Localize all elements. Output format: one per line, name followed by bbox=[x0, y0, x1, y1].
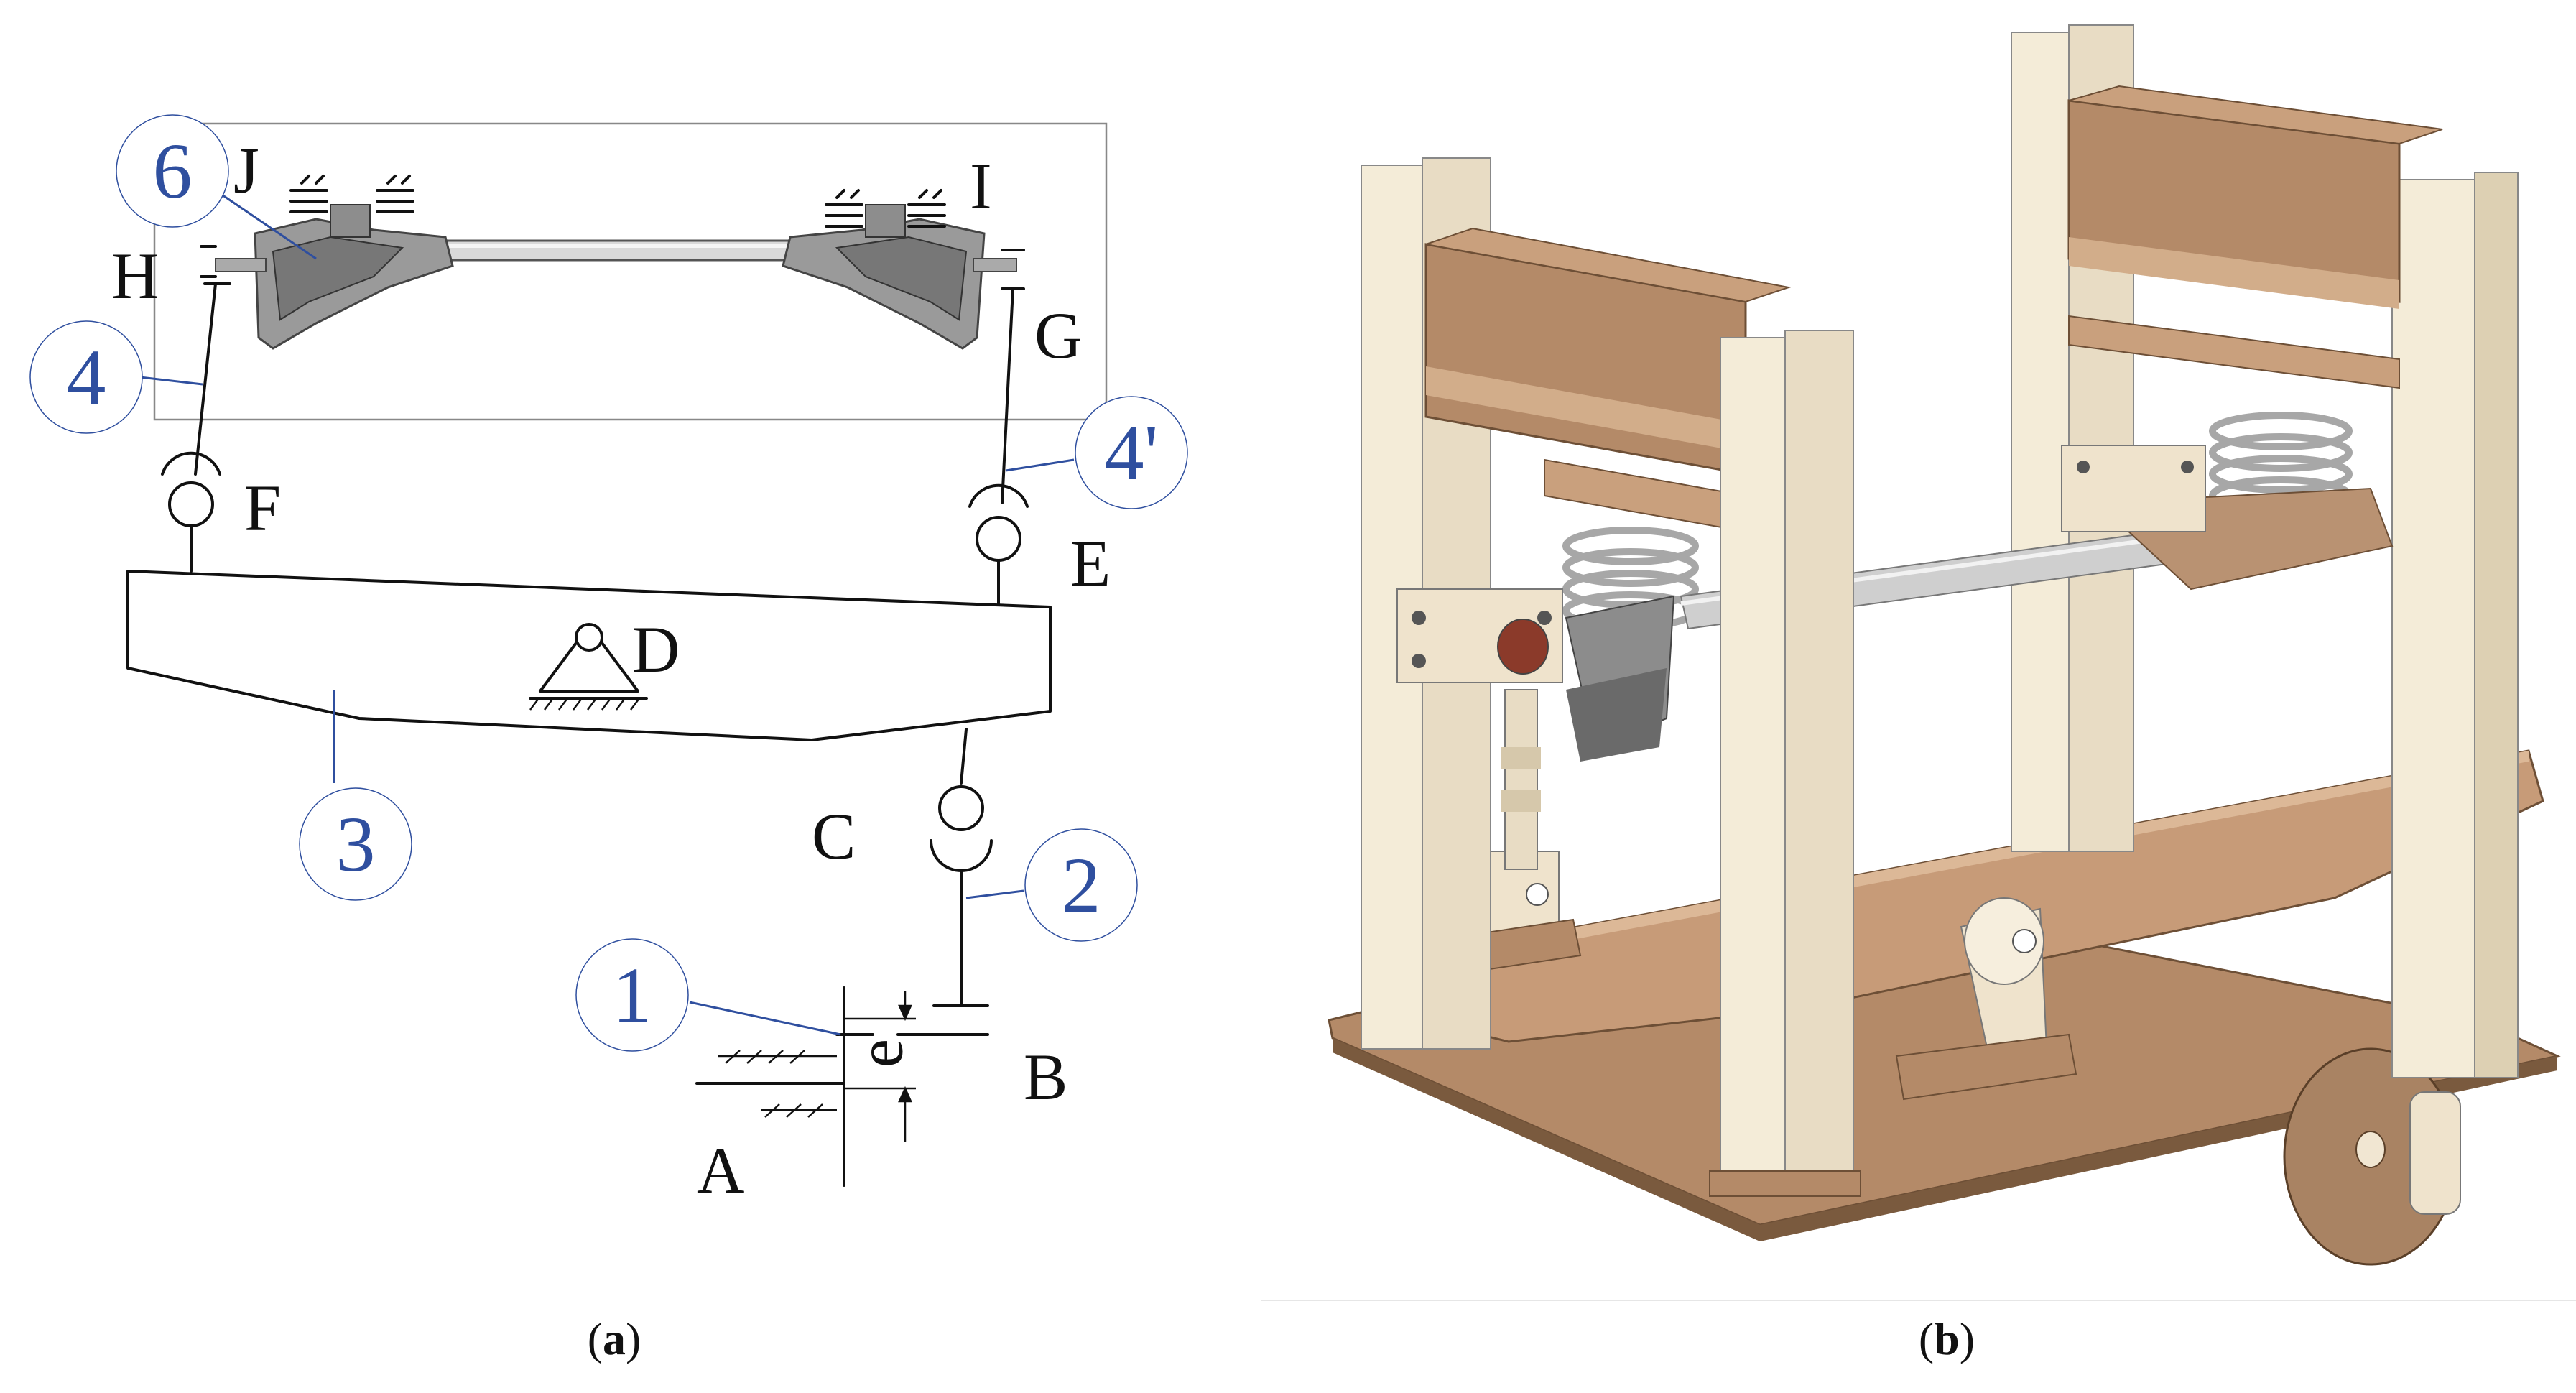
svg-text:1: 1 bbox=[613, 951, 652, 1039]
column-back-right bbox=[2011, 24, 2519, 1078]
joint-b bbox=[835, 1004, 989, 1036]
housing-back-right bbox=[2067, 85, 2443, 389]
pivot-bracket bbox=[1895, 897, 2077, 1101]
svg-text:2: 2 bbox=[1062, 841, 1101, 929]
rod-4-prime bbox=[1001, 287, 1014, 504]
wheel bbox=[2283, 1047, 2461, 1266]
label-point-b: B bbox=[1024, 1040, 1067, 1114]
crank-1-ground-a bbox=[695, 986, 845, 1187]
panel-b-3d-render: (b) bbox=[1261, 24, 2576, 1364]
caption-b: (b) bbox=[1919, 1313, 1975, 1364]
side-plate-right bbox=[2061, 445, 2206, 532]
axle-box bbox=[153, 122, 1108, 421]
slider-guide-i bbox=[825, 189, 946, 228]
label-point-f: F bbox=[244, 471, 281, 545]
label-point-c: C bbox=[812, 800, 856, 873]
axle-beam bbox=[215, 204, 1017, 350]
callout-part-2: 2 bbox=[965, 828, 1138, 942]
callout-part-1: 1 bbox=[575, 938, 841, 1052]
link-3-beam bbox=[126, 570, 1052, 741]
caption-a: (a) bbox=[588, 1313, 641, 1364]
svg-text:4: 4 bbox=[67, 333, 106, 421]
label-point-e: E bbox=[1070, 527, 1111, 600]
column-front-right bbox=[1709, 330, 1861, 1197]
joint-e bbox=[968, 483, 1029, 605]
joint-f bbox=[161, 451, 221, 573]
svg-text:6: 6 bbox=[153, 127, 193, 215]
rod-4 bbox=[194, 282, 217, 476]
label-point-h: H bbox=[111, 239, 159, 313]
pivot-d bbox=[529, 623, 648, 711]
label-point-a: A bbox=[697, 1134, 744, 1207]
eccentricity-label: e bbox=[845, 1039, 917, 1068]
callout-part-6: 6 bbox=[116, 114, 317, 260]
callout-part-3: 3 bbox=[299, 690, 412, 901]
side-plate-left bbox=[1396, 588, 1563, 683]
callout-part-4: 4 bbox=[29, 320, 203, 434]
housing-front-left bbox=[1424, 227, 1792, 533]
link-3-to-c bbox=[960, 728, 968, 785]
svg-text:3: 3 bbox=[336, 800, 376, 888]
label-point-j: J bbox=[233, 134, 259, 207]
callout-part-4-prime: 4' bbox=[1005, 396, 1188, 509]
panel-a-schematic: e J I H G F E D C B A 6 4 4' 3 bbox=[29, 114, 1188, 1364]
label-point-i: I bbox=[970, 149, 992, 223]
svg-text:4': 4' bbox=[1105, 409, 1159, 496]
label-point-d: D bbox=[632, 613, 680, 686]
eccentricity-dimension bbox=[844, 991, 916, 1142]
joint-h-marks bbox=[200, 245, 231, 285]
slider-guide-j bbox=[289, 175, 414, 213]
axle-3d bbox=[1565, 487, 2394, 762]
label-point-g: G bbox=[1034, 299, 1082, 372]
joint-c bbox=[930, 785, 993, 872]
